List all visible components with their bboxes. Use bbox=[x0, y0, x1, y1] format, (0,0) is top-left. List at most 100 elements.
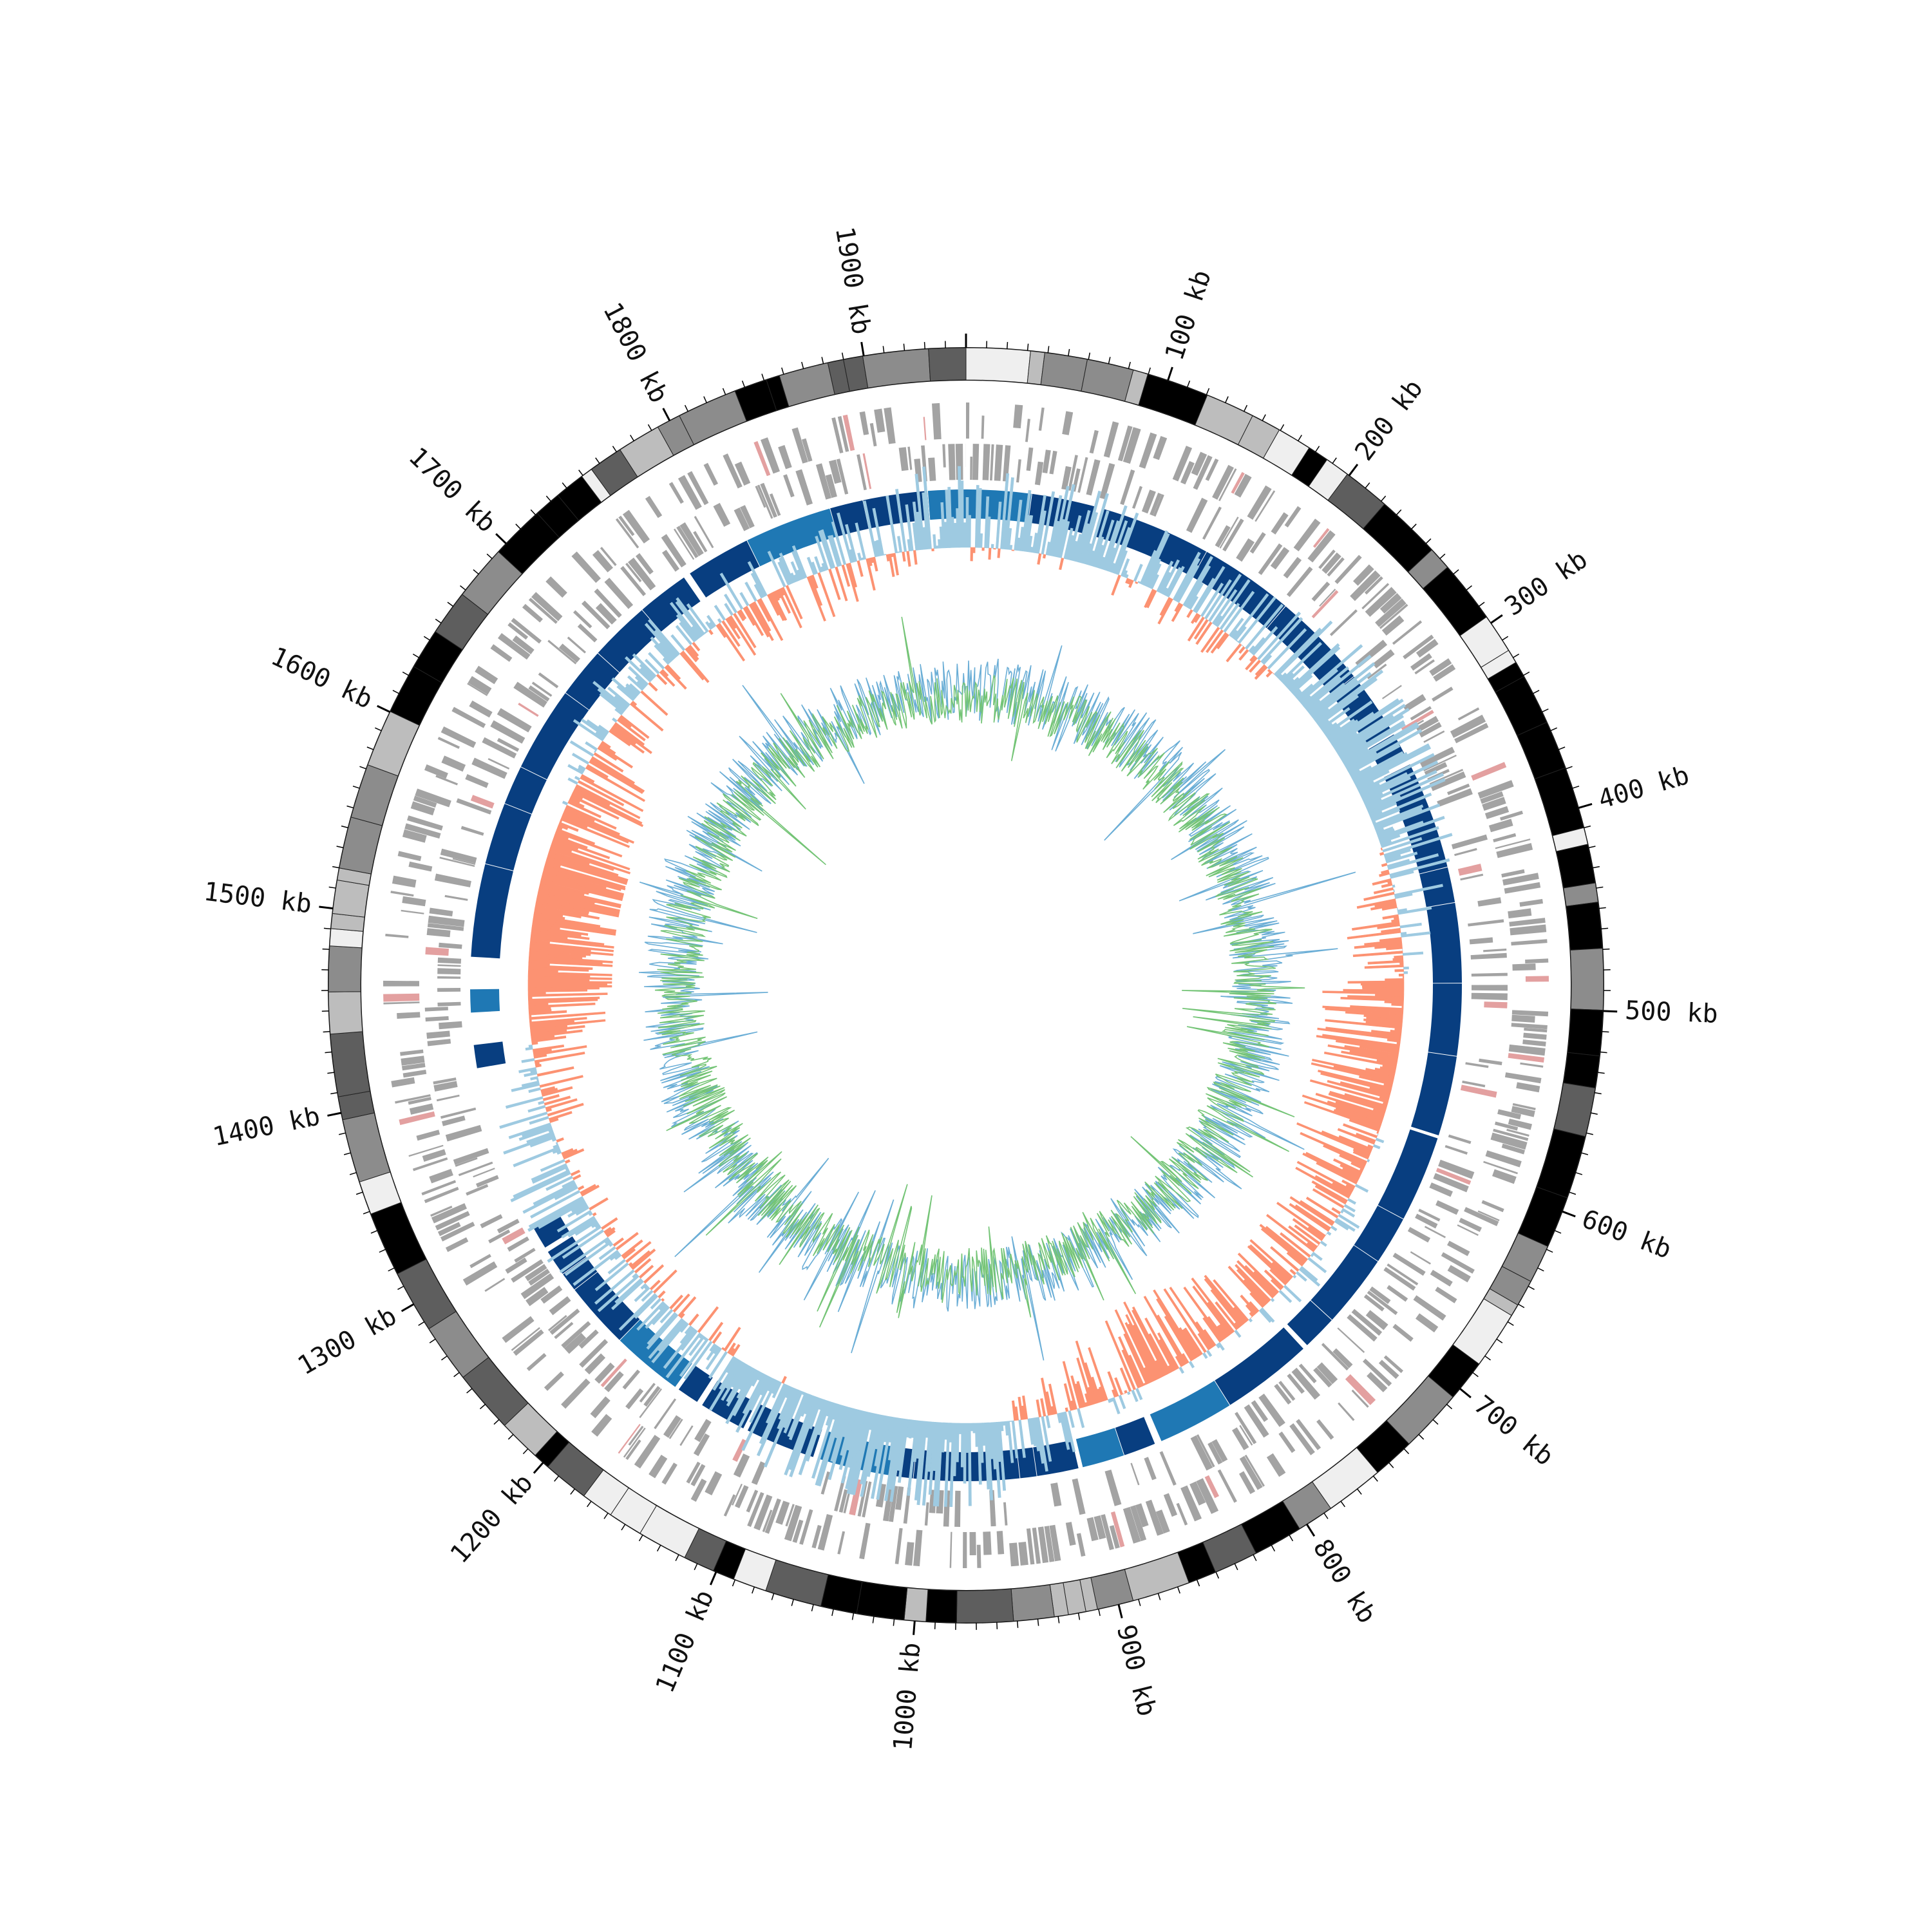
gene-feature bbox=[829, 459, 842, 484]
gene-feature bbox=[1416, 639, 1439, 658]
minor-tick bbox=[379, 1249, 386, 1253]
gene-feature bbox=[404, 823, 441, 839]
gene-feature bbox=[735, 1485, 749, 1508]
gene-feature bbox=[1379, 603, 1408, 629]
block-segment bbox=[574, 1272, 640, 1340]
minor-tick bbox=[479, 1403, 486, 1410]
gene-feature bbox=[469, 1254, 491, 1269]
gene-feature bbox=[505, 1257, 527, 1274]
gene-feature bbox=[600, 547, 617, 566]
gene-feature bbox=[1423, 754, 1457, 772]
gene-feature bbox=[1387, 1285, 1408, 1302]
gene-feature bbox=[1278, 1431, 1296, 1454]
gene-feature bbox=[1483, 948, 1507, 952]
minor-tick bbox=[1388, 1462, 1394, 1468]
gene-feature bbox=[1508, 1119, 1532, 1130]
gene-feature bbox=[928, 457, 936, 481]
gene-feature bbox=[1363, 1358, 1392, 1387]
minor-tick bbox=[1280, 424, 1285, 431]
gene-feature bbox=[440, 1222, 475, 1242]
gene-feature bbox=[482, 737, 517, 759]
gene-feature bbox=[1419, 746, 1455, 768]
gene-feature bbox=[857, 454, 867, 491]
minor-tick bbox=[570, 1488, 576, 1495]
gene-feature bbox=[662, 549, 679, 572]
gene-feature bbox=[468, 676, 492, 695]
gene-feature bbox=[435, 1211, 470, 1231]
gene-feature bbox=[1153, 494, 1164, 517]
gene-feature bbox=[564, 1332, 587, 1354]
major-tick bbox=[860, 341, 865, 357]
gene-feature bbox=[963, 1532, 967, 1569]
gene-feature bbox=[525, 1264, 547, 1282]
gene-feature bbox=[679, 522, 704, 556]
gene-feature bbox=[424, 1186, 459, 1204]
gene-feature bbox=[1319, 589, 1336, 607]
gene-feature bbox=[1353, 564, 1374, 586]
minor-tick bbox=[1517, 1303, 1525, 1309]
gene-feature bbox=[1009, 1542, 1019, 1567]
minor-tick bbox=[761, 374, 765, 381]
gene-feature bbox=[558, 643, 580, 663]
gene-feature bbox=[799, 1509, 813, 1545]
minor-tick bbox=[328, 886, 336, 889]
minor-tick bbox=[1108, 357, 1111, 365]
gene-feature bbox=[1316, 1362, 1338, 1385]
gene-feature bbox=[554, 1321, 574, 1340]
minor-tick bbox=[630, 435, 635, 442]
gene-feature bbox=[1191, 451, 1208, 476]
gene-feature bbox=[1287, 1373, 1305, 1394]
minor-tick bbox=[638, 1534, 643, 1542]
gene-feature bbox=[473, 1168, 495, 1178]
gene-feature bbox=[400, 1049, 424, 1056]
minor-tick bbox=[1550, 727, 1558, 732]
gene-feature bbox=[834, 1475, 846, 1511]
minor-tick bbox=[1356, 1488, 1362, 1495]
minor-tick bbox=[412, 653, 420, 658]
gene-feature bbox=[1266, 1453, 1286, 1477]
gene-feature bbox=[1429, 658, 1452, 676]
block-segment bbox=[1150, 1381, 1230, 1441]
gene-feature bbox=[994, 444, 1003, 481]
gene-feature bbox=[561, 1321, 591, 1349]
gene-feature bbox=[1283, 556, 1302, 579]
gene-feature bbox=[884, 407, 896, 444]
gene-feature bbox=[734, 507, 750, 531]
gene-feature bbox=[923, 417, 927, 440]
gene-feature bbox=[421, 1180, 457, 1196]
gene-feature bbox=[1454, 848, 1477, 857]
gene-feature bbox=[458, 1161, 493, 1177]
minor-tick bbox=[801, 361, 804, 369]
gene-feature bbox=[1351, 1309, 1383, 1336]
minor-tick bbox=[374, 727, 382, 732]
major-tick bbox=[709, 1571, 717, 1586]
gene-feature bbox=[547, 639, 577, 665]
gene-feature bbox=[1244, 1454, 1265, 1487]
gene-feature bbox=[1457, 864, 1482, 876]
gene-feature bbox=[1094, 1515, 1106, 1540]
gene-feature bbox=[668, 482, 684, 504]
gene-feature bbox=[1495, 1121, 1519, 1131]
gene-feature bbox=[1424, 1226, 1446, 1238]
minor-tick bbox=[1314, 446, 1320, 453]
minor-tick bbox=[872, 1616, 875, 1624]
minor-tick bbox=[522, 1448, 529, 1455]
minor-tick bbox=[1196, 1579, 1200, 1587]
gene-feature bbox=[903, 1487, 911, 1524]
minor-tick bbox=[1601, 927, 1609, 930]
minor-tick bbox=[554, 1475, 560, 1482]
gene-feature bbox=[969, 1531, 976, 1555]
gene-feature bbox=[618, 1424, 641, 1454]
minor-tick bbox=[1148, 367, 1151, 375]
minor-tick bbox=[1472, 1372, 1479, 1378]
gene-feature bbox=[1176, 1502, 1188, 1526]
minor-tick bbox=[545, 495, 552, 502]
gene-feature bbox=[584, 1353, 606, 1375]
gene-feature bbox=[1419, 722, 1442, 738]
gene-feature bbox=[1235, 1412, 1257, 1444]
gene-feature bbox=[1239, 1425, 1253, 1446]
gene-feature bbox=[1457, 707, 1480, 721]
gene-feature bbox=[1511, 939, 1548, 946]
minor-tick bbox=[441, 1355, 448, 1361]
gene-feature bbox=[1501, 869, 1525, 878]
